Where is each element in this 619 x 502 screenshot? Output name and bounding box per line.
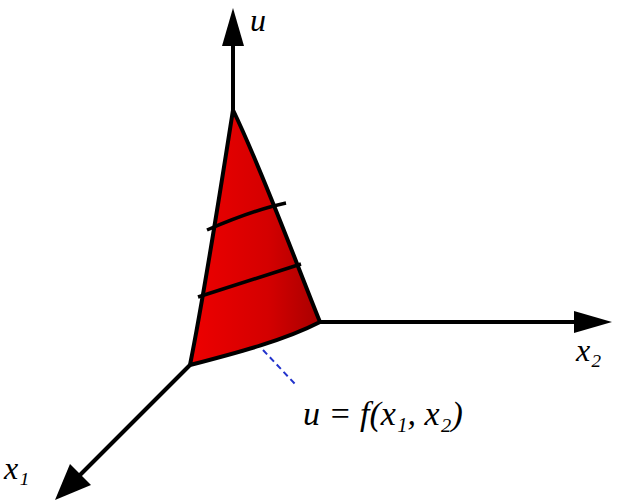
level-curve [198, 264, 301, 297]
surface-patch [190, 110, 320, 365]
u-arrowhead [222, 8, 244, 46]
x2-axis [320, 320, 580, 324]
u-axis [231, 40, 235, 110]
axis-label: x₁ [4, 452, 29, 484]
axis-label: x₂ [576, 334, 601, 366]
leader-line [263, 350, 296, 385]
x2-arrowhead [574, 311, 612, 333]
x1-axis [80, 365, 190, 475]
axis-label: u [250, 4, 266, 36]
function-label: u = f(x₁, x₂) [303, 397, 463, 431]
x1-arrowhead [55, 464, 91, 500]
level-curve [207, 203, 286, 230]
